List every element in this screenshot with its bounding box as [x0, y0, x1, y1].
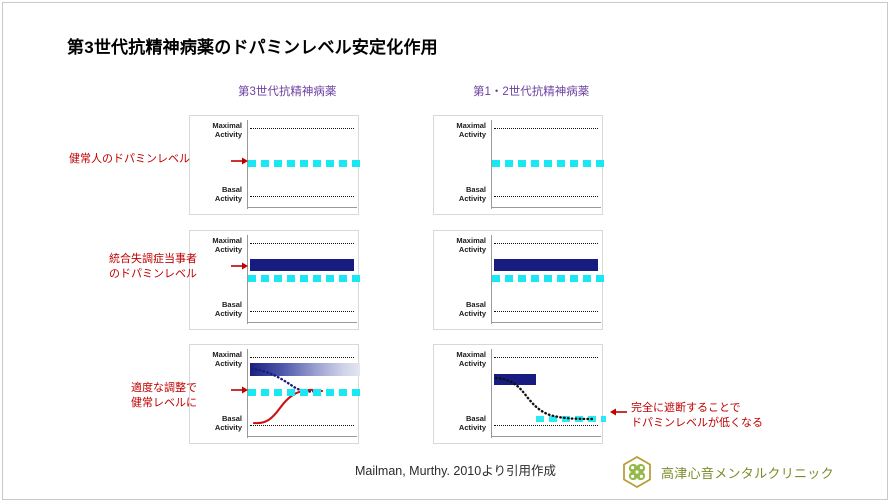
dopamine-level-bar	[494, 374, 536, 385]
x-axis	[491, 207, 601, 208]
axis-label-basal-line1: Basal	[465, 300, 486, 309]
axis-label-basal: Basal Activity	[434, 300, 486, 318]
page-title: 第3世代抗精神病薬のドパミンレベル安定化作用	[67, 38, 438, 57]
axis-label-basal: Basal Activity	[434, 414, 486, 432]
reference-line-maximal	[494, 357, 598, 358]
axis-label-maximal-line2: Activity	[458, 129, 486, 139]
annotation-moderate-adjustment: 適度な調整で 健常レベルに	[131, 381, 197, 411]
x-axis	[247, 436, 357, 437]
reference-line-basal	[250, 311, 354, 312]
axis-label-basal-line1: Basal	[221, 185, 242, 194]
axis-label-maximal-line2: Activity	[214, 244, 242, 254]
navy-descending-curve	[494, 376, 594, 421]
annotation-healthy-dopamine-level-text: 健常人のドパミンレベル	[69, 153, 190, 165]
axis-label-maximal-line1: Maximal	[212, 121, 242, 130]
healthy-dopamine-level-line	[248, 160, 362, 167]
arrow-to-reduced-level-icon	[609, 407, 627, 417]
y-axis	[247, 235, 248, 324]
axis-label-maximal: Maximal Activity	[190, 236, 242, 254]
reference-line-maximal	[250, 243, 354, 244]
axis-label-maximal-line1: Maximal	[212, 236, 242, 245]
annotation-schizophrenia-line1: 統合失調症当事者	[109, 253, 197, 265]
axis-label-basal-line1: Basal	[465, 185, 486, 194]
reference-line-basal	[494, 196, 598, 197]
arrow-to-adjusted-level-icon	[231, 385, 249, 395]
annotation-healthy-dopamine-level: 健常人のドパミンレベル	[69, 152, 190, 167]
chart-panel-row3-left: Maximal Activity Basal Activity	[189, 344, 362, 444]
axis-label-basal-line1: Basal	[221, 414, 242, 423]
axis-label-maximal-line2: Activity	[458, 358, 486, 368]
healthy-dopamine-level-line	[248, 275, 362, 282]
axis-label-maximal: Maximal Activity	[434, 236, 486, 254]
axis-label-basal-line1: Basal	[465, 414, 486, 423]
chart-panel-row3-right: Maximal Activity Basal Activity	[433, 344, 606, 444]
citation-text: Mailman, Murthy. 2010より引用作成	[355, 464, 556, 478]
axis-label-basal: Basal Activity	[190, 300, 242, 318]
reference-line-maximal	[494, 128, 598, 129]
axis-label-maximal-line1: Maximal	[456, 236, 486, 245]
annotation-full-blockade-line1: 完全に遮断することで	[631, 402, 741, 414]
column-heading-first-second-generation: 第1・2世代抗精神病薬	[473, 86, 590, 98]
axis-label-basal-line2: Activity	[458, 422, 486, 432]
clinic-name: 高津心音メンタルクリニック	[661, 465, 834, 481]
clinic-logo: 高津心音メンタルクリニック	[620, 455, 834, 489]
y-axis	[247, 349, 248, 438]
x-axis	[491, 436, 601, 437]
reference-line-basal	[494, 311, 598, 312]
axis-label-basal-line2: Activity	[214, 422, 242, 432]
annotation-moderate-adjustment-line2: 健常レベルに	[131, 397, 197, 409]
axis-label-basal-line1: Basal	[221, 300, 242, 309]
annotation-schizophrenia-line2: のドパミンレベル	[109, 268, 197, 280]
axis-label-basal-line2: Activity	[458, 308, 486, 318]
healthy-dopamine-level-line	[248, 389, 362, 396]
axis-label-maximal-line1: Maximal	[212, 350, 242, 359]
dopamine-level-bar	[494, 259, 598, 271]
axis-label-maximal-line2: Activity	[214, 129, 242, 139]
axis-label-maximal-line2: Activity	[458, 244, 486, 254]
axis-label-maximal-line1: Maximal	[456, 121, 486, 130]
chart-panel-row2-left: Maximal Activity Basal Activity	[189, 230, 362, 330]
axis-label-maximal-line1: Maximal	[456, 350, 486, 359]
clinic-hexagon-clover-icon	[623, 456, 651, 488]
arrow-to-schizophrenia-level-icon	[231, 261, 249, 271]
axis-label-maximal: Maximal Activity	[434, 350, 486, 368]
axis-label-maximal: Maximal Activity	[190, 121, 242, 139]
reference-line-maximal	[250, 357, 354, 358]
x-axis	[247, 322, 357, 323]
reference-line-maximal	[250, 128, 354, 129]
y-axis	[491, 235, 492, 324]
axis-label-maximal: Maximal Activity	[434, 121, 486, 139]
y-axis	[491, 349, 492, 438]
axis-label-basal: Basal Activity	[434, 185, 486, 203]
annotation-moderate-adjustment-line1: 適度な調整で	[131, 382, 197, 394]
axis-label-basal-line2: Activity	[214, 308, 242, 318]
y-axis	[247, 120, 248, 209]
arrow-to-healthy-level-icon	[231, 156, 249, 166]
axis-label-maximal: Maximal Activity	[190, 350, 242, 368]
healthy-dopamine-level-line	[492, 275, 606, 282]
chart-panel-row1-right: Maximal Activity Basal Activity	[433, 115, 606, 215]
axis-label-basal: Basal Activity	[190, 414, 242, 432]
annotation-full-blockade-line2: ドパミンレベルが低くなる	[631, 417, 763, 429]
curve-overlay-row3-right	[494, 376, 594, 421]
healthy-dopamine-level-line	[492, 160, 606, 167]
dopamine-level-gradient-bar	[250, 363, 360, 376]
chart-panel-row1-left: Maximal Activity Basal Activity	[189, 115, 362, 215]
reference-line-basal	[250, 425, 354, 426]
axis-label-basal: Basal Activity	[190, 185, 242, 203]
x-axis	[491, 322, 601, 323]
axis-label-maximal-line2: Activity	[214, 358, 242, 368]
reference-line-basal	[494, 425, 598, 426]
reference-line-basal	[250, 196, 354, 197]
y-axis	[491, 120, 492, 209]
chart-panel-row2-right: Maximal Activity Basal Activity	[433, 230, 606, 330]
axis-label-basal-line2: Activity	[214, 193, 242, 203]
x-axis	[247, 207, 357, 208]
axis-label-basal-line2: Activity	[458, 193, 486, 203]
dopamine-level-bar	[250, 259, 354, 271]
reference-line-maximal	[494, 243, 598, 244]
annotation-schizophrenia-dopamine-level: 統合失調症当事者 のドパミンレベル	[109, 252, 197, 282]
column-heading-third-generation: 第3世代抗精神病薬	[238, 86, 337, 98]
annotation-full-blockade: 完全に遮断することで ドパミンレベルが低くなる	[631, 401, 763, 431]
